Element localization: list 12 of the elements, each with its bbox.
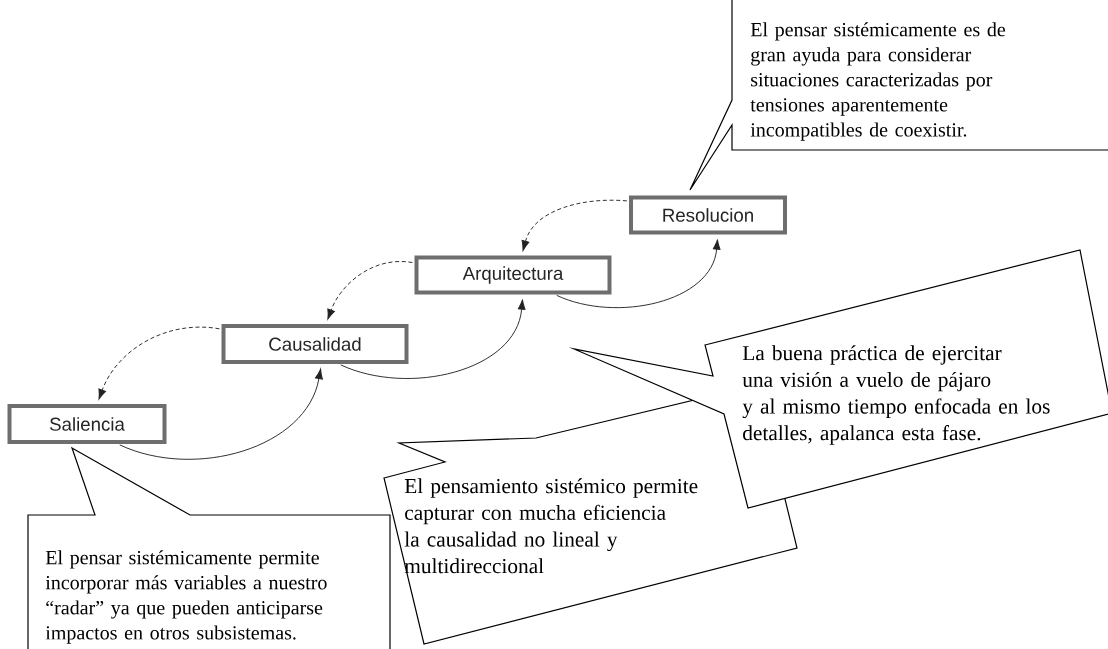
arrow: [340, 299, 526, 379]
arrow: [327, 261, 413, 320]
arrow: [556, 239, 721, 308]
phase-box: Resolucion: [629, 195, 787, 235]
speech-bubble: El pensar sistémicamente permite incorporar más variables a nuestro “radar” ya que pueden anticiparse impactos en otros subsistemas.: [27, 446, 391, 649]
arrow: [98, 326, 220, 400]
phase-box: Causalidad: [221, 324, 409, 364]
phase-box: Arquitectura: [414, 255, 612, 295]
phase-box: Saliencia: [7, 404, 167, 444]
arrow: [521, 199, 628, 251]
speech-bubble: El pensar sistémicamente es de gran ayuda para considerar situaciones caracterizadas por tensiones aparentemente incompatibles de coexistir.: [689, 0, 1108, 191]
arrow: [119, 368, 323, 460]
